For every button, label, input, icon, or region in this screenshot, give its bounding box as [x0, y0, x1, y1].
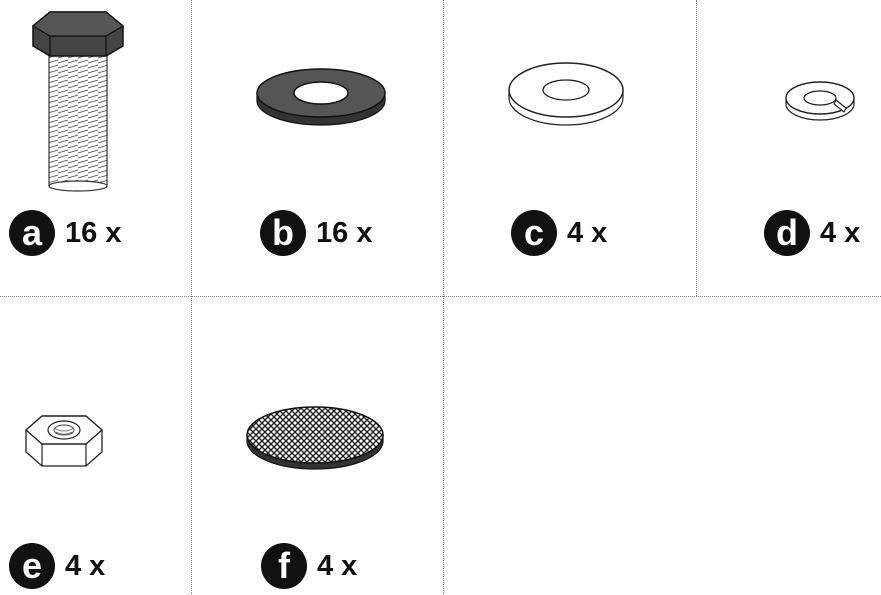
part-quantity: 16 x — [316, 217, 372, 250]
column-divider-3 — [696, 0, 697, 296]
part-letter-badge: f — [261, 543, 307, 589]
part-label-b: b 16 x — [260, 210, 372, 256]
part-quantity: 4 x — [567, 217, 607, 250]
part-quantity: 4 x — [65, 550, 105, 583]
part-letter-badge: a — [9, 210, 55, 256]
split-lock-washer-icon — [784, 80, 856, 124]
black-flat-washer-icon — [255, 65, 387, 127]
part-letter-badge: c — [511, 210, 557, 256]
hex-bolt-icon — [28, 4, 128, 194]
part-label-c: c 4 x — [511, 210, 607, 256]
part-quantity: 4 x — [317, 550, 357, 583]
row-divider — [0, 296, 881, 297]
part-quantity: 4 x — [820, 217, 860, 250]
part-label-f: f 4 x — [261, 543, 357, 589]
hex-nut-icon — [22, 408, 106, 478]
part-label-d: d 4 x — [764, 210, 860, 256]
white-flat-washer-icon — [507, 60, 625, 128]
column-divider-1 — [191, 0, 192, 595]
part-letter-badge: d — [764, 210, 810, 256]
column-divider-2 — [443, 0, 444, 595]
part-letter-badge: b — [260, 210, 306, 256]
part-letter-badge: e — [9, 543, 55, 589]
part-quantity: 16 x — [65, 217, 121, 250]
part-label-a: a 16 x — [9, 210, 121, 256]
mesh-filter-disc-icon — [244, 405, 386, 473]
part-label-e: e 4 x — [9, 543, 105, 589]
